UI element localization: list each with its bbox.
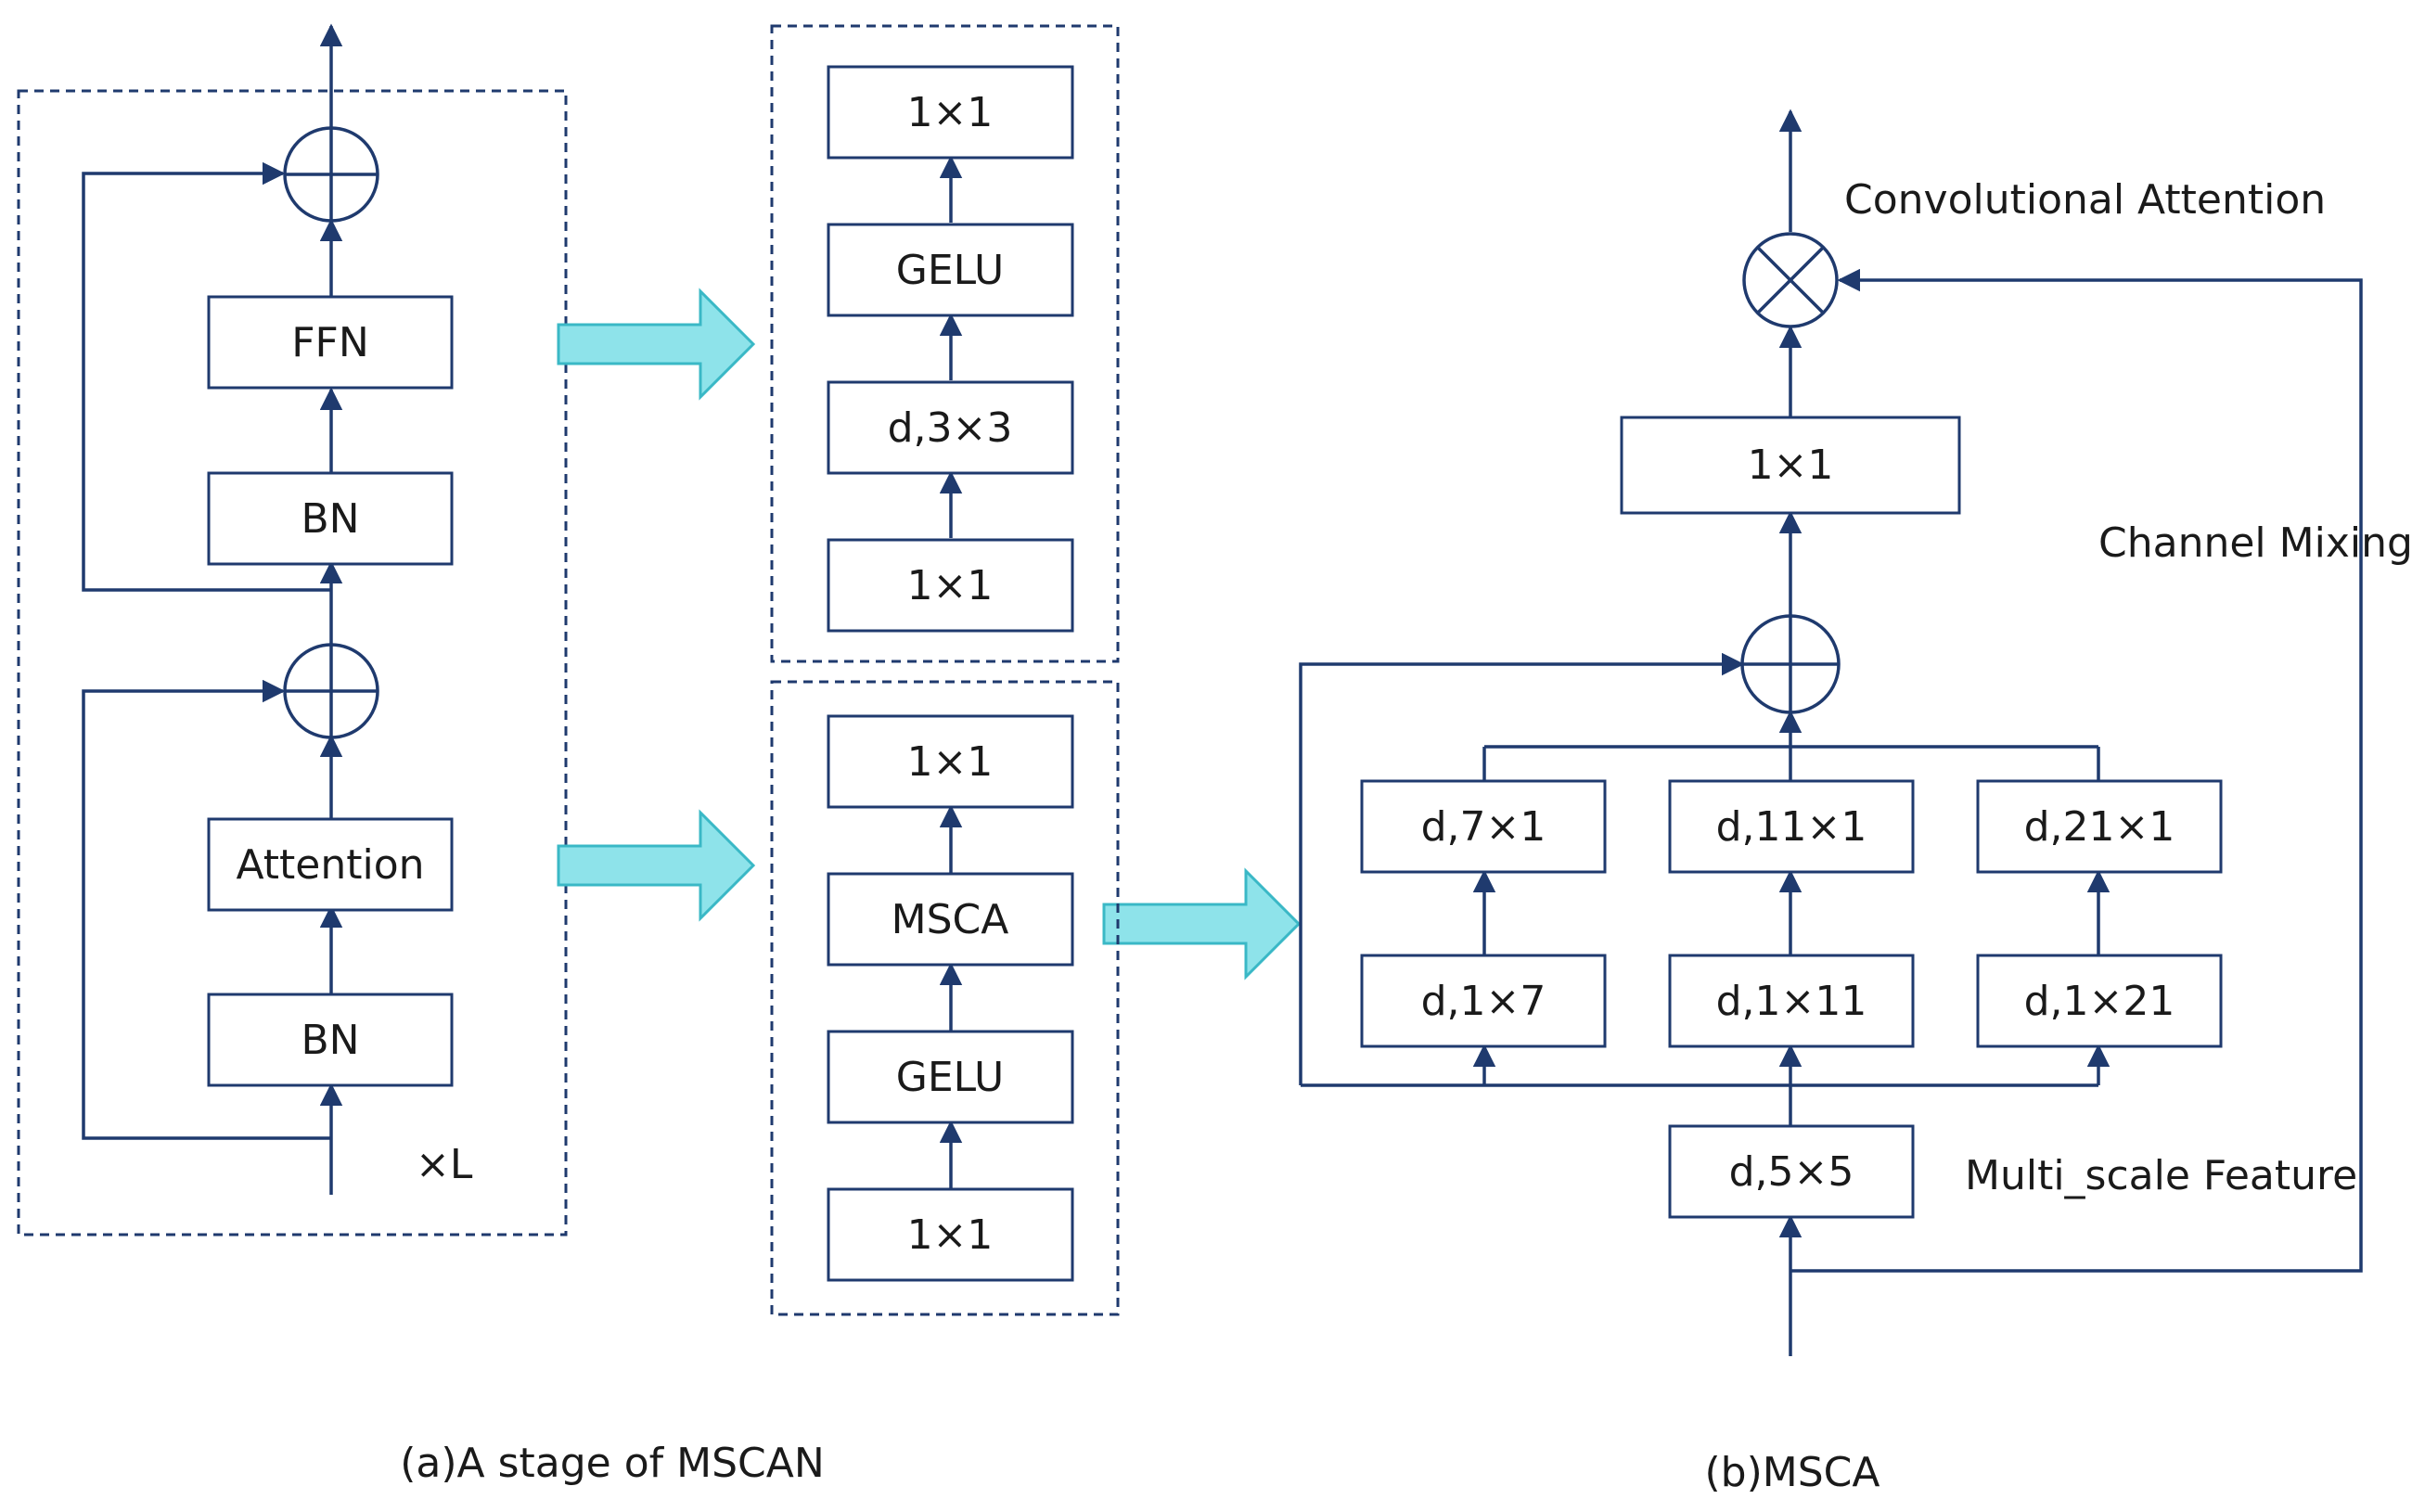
msca-branch1-top-box: d,7×1 <box>1360 779 1607 874</box>
msca-branch1-bottom-box: d,1×7 <box>1360 954 1607 1048</box>
attention-gelu-label: GELU <box>896 1054 1004 1101</box>
msca-multiscale-label: Multi_scale Feature <box>1965 1152 2357 1199</box>
msca-branch2-bottom-label: d,1×11 <box>1716 978 1867 1025</box>
caption-a: (a)A stage of MSCAN <box>400 1440 825 1487</box>
attention-gelu-box: GELU <box>827 1030 1074 1124</box>
stage-connectors <box>82 23 343 1195</box>
attention-expand-arrow <box>557 809 756 922</box>
stage-repeat-label: ×L <box>416 1141 473 1188</box>
msca-branch3-top-box: d,21×1 <box>1976 779 2223 874</box>
msca-branch2-bottom-box: d,1×11 <box>1668 954 1915 1048</box>
msca-branch1-top-label: d,7×1 <box>1421 803 1546 851</box>
msca-connectors <box>1299 109 2363 1356</box>
msca-branch3-bottom-box: d,1×21 <box>1976 954 2223 1048</box>
attention-conv-bottom-label: 1×1 <box>907 1211 994 1259</box>
caption-b: (b)MSCA <box>1705 1449 1880 1496</box>
stage-bn-top-label: BN <box>301 495 359 543</box>
msca-dw5-label: d,5×5 <box>1729 1148 1854 1196</box>
stage-attention-box: Attention <box>207 817 454 912</box>
msca-branch1-bottom-label: d,1×7 <box>1421 978 1546 1025</box>
ffn-conv-bottom-box: 1×1 <box>827 538 1074 633</box>
attention-conv-top-label: 1×1 <box>907 738 994 786</box>
msca-expand-arrow <box>1102 867 1302 980</box>
attention-conv-top-box: 1×1 <box>827 714 1074 809</box>
stage-ffn-box: FFN <box>207 295 454 390</box>
ffn-dwconv-box: d,3×3 <box>827 380 1074 475</box>
ffn-conv-top-box: 1×1 <box>827 65 1074 160</box>
attention-msca-box: MSCA <box>827 872 1074 967</box>
msca-branch3-bottom-label: d,1×21 <box>2024 978 2175 1025</box>
msca-branch2-top-label: d,11×1 <box>1716 803 1867 851</box>
stage-ffn-label: FFN <box>291 319 369 366</box>
msca-dw5-box: d,5×5 <box>1668 1124 1915 1219</box>
msca-multiply-node <box>1742 232 1839 328</box>
stage-bn-bottom-box: BN <box>207 993 454 1087</box>
ffn-conv-top-label: 1×1 <box>907 89 994 136</box>
attention-detail-frame <box>770 680 1120 1316</box>
msca-branch2-top-box: d,11×1 <box>1668 779 1915 874</box>
ffn-expand-arrow <box>557 288 756 401</box>
ffn-gelu-label: GELU <box>896 247 1004 294</box>
msca-conv-out-box: 1×1 <box>1620 416 1961 515</box>
stage-add-node-bottom <box>283 643 379 739</box>
stage-add-node-top <box>283 126 379 223</box>
stage-bn-bottom-label: BN <box>301 1017 359 1064</box>
attention-msca-label: MSCA <box>892 896 1009 943</box>
stage-attention-label: Attention <box>236 841 424 889</box>
msca-branch3-top-label: d,21×1 <box>2024 803 2175 851</box>
msca-convolutional-attention-label: Convolutional Attention <box>1844 176 2326 224</box>
stage-dashed-frame <box>17 89 568 1237</box>
msca-channel-mixing-label: Channel Mixing <box>2098 519 2412 567</box>
ffn-dwconv-label: d,3×3 <box>888 404 1013 452</box>
msca-conv-out-label: 1×1 <box>1748 442 1834 489</box>
ffn-gelu-box: GELU <box>827 223 1074 317</box>
msca-add-node <box>1740 614 1841 714</box>
ffn-detail-frame <box>770 24 1120 663</box>
ffn-conv-bottom-label: 1×1 <box>907 562 994 609</box>
attention-conv-bottom-box: 1×1 <box>827 1187 1074 1282</box>
stage-bn-top-box: BN <box>207 471 454 566</box>
